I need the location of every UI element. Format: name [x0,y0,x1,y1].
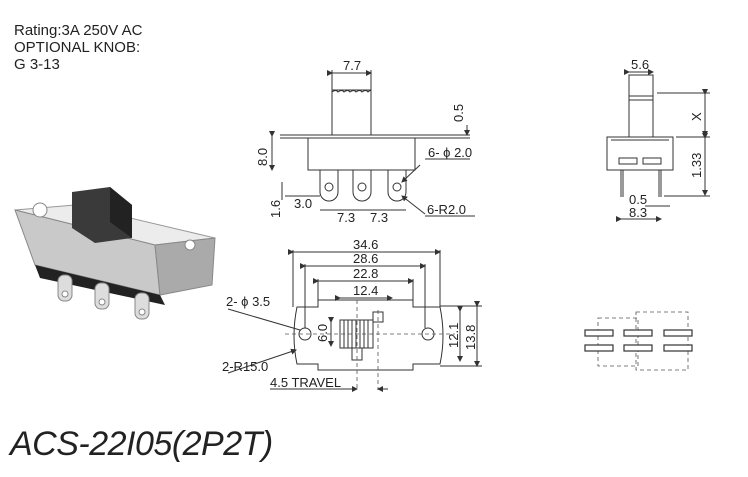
dim-pin-spacing: 8.3 [629,205,647,220]
optional-knob-label: OPTIONAL KNOB: [14,39,141,56]
rating-text: Rating:3A 250V AC [14,22,143,39]
dim-knob-width: 7.7 [343,58,361,73]
dim-hole-spacing: 28.6 [353,251,378,266]
dim-body-length: 22.8 [353,266,378,281]
dim-pitch-1: 7.3 [337,210,355,225]
dim-end-radius: 2-R15.0 [222,359,268,374]
dim-flange: 0.5 [451,104,466,122]
dim-overall-width: 13.8 [463,325,478,350]
optional-knob-value: G 3-13 [14,56,60,73]
dim-terminal-edge: 3.0 [294,196,312,211]
switch-photo [14,187,216,320]
dim-hole-dia: 6- ϕ 2.0 [428,145,472,160]
dim-body-width: 12.1 [446,323,461,348]
dim-terminal-radius: 6-R2.0 [427,202,466,217]
model-title: ACS-22I05(2P2T) [10,425,273,463]
dim-pin-thickness: 0.5 [629,192,647,207]
dim-body-height: 8.0 [255,148,270,166]
contact-layout [584,311,693,371]
dim-terminal-offset: 1.6 [268,200,283,218]
dim-mount-hole-dia: 2- ϕ 3.5 [226,294,270,309]
dim-slider-width: 6.0 [315,324,330,342]
dim-slider-length: 12.4 [353,283,378,298]
dim-overall-length: 34.6 [353,237,378,252]
dim-knob-height: X [689,112,704,121]
dim-side-body-height: 1.33 [689,153,704,178]
dim-travel: 4.5 TRAVEL [270,375,341,390]
side-view [606,69,710,222]
dim-side-knob-width: 5.6 [631,57,649,72]
bottom-view [227,249,482,392]
front-view [269,70,475,217]
dim-pitch-2: 7.3 [370,210,388,225]
